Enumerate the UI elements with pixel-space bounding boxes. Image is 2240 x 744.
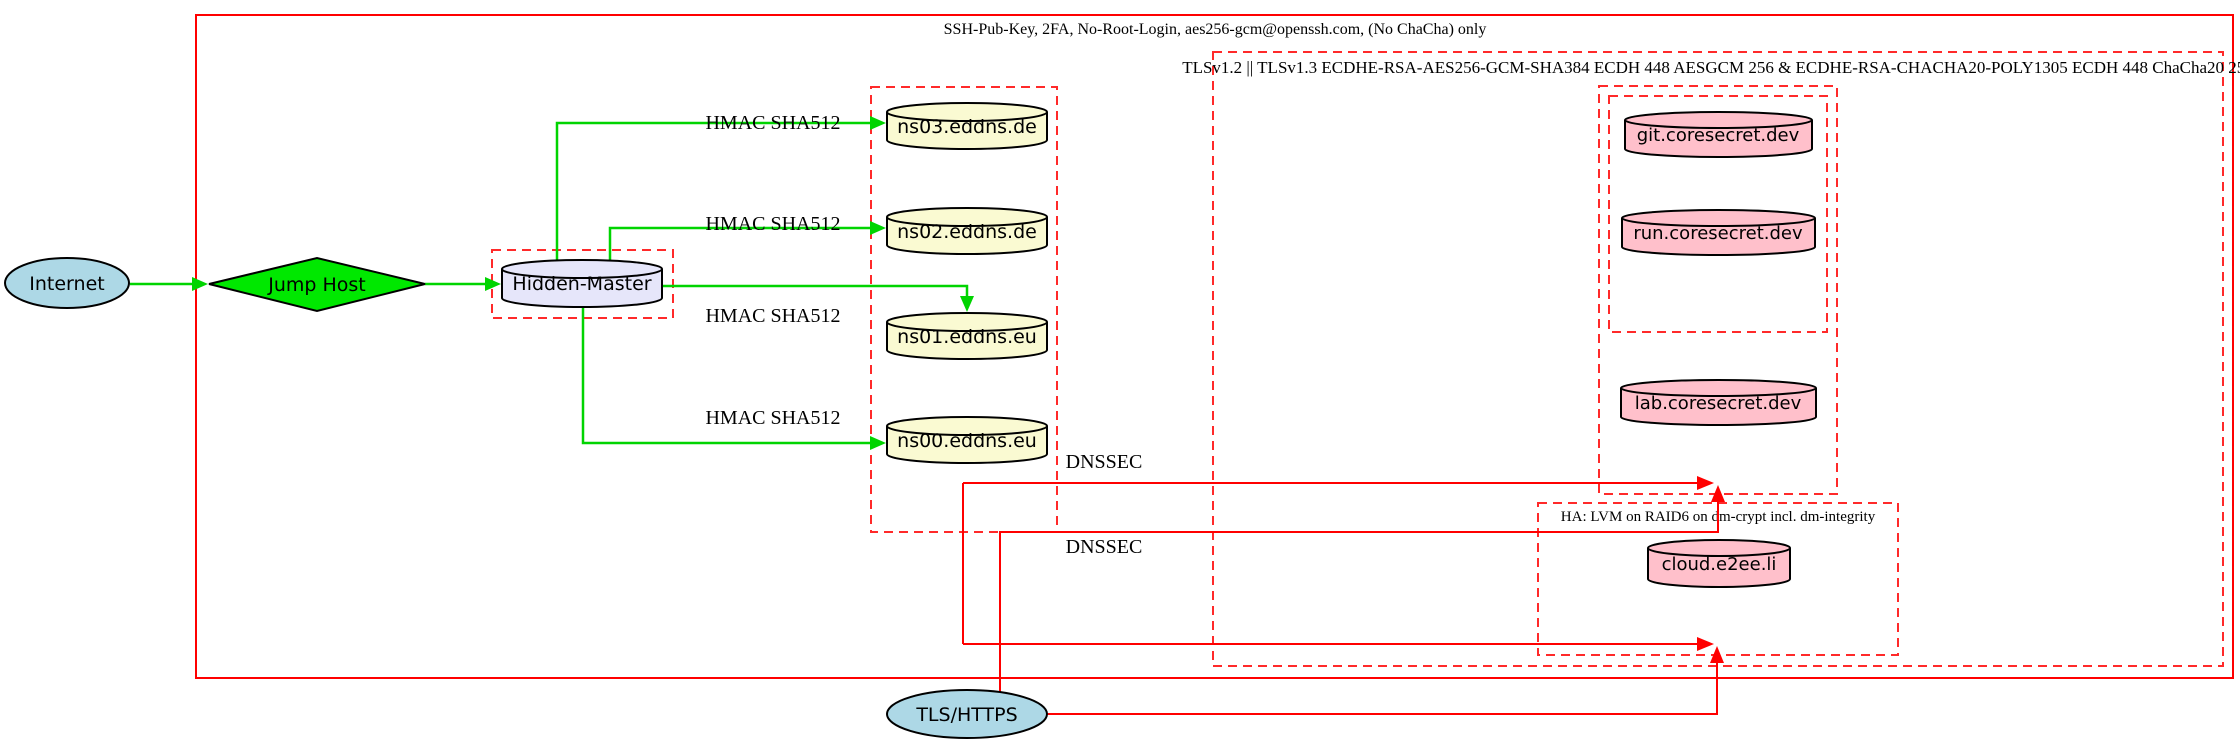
cluster-ssh-policy-box [195, 14, 2234, 679]
edge-hiddenmaster-ns00 [581, 306, 871, 445]
ns01-cylinder-lid [886, 321, 1048, 332]
node-cloud-e2ee: cloud.e2ee.li [1647, 539, 1791, 588]
ns03-label: ns03.eddns.de [897, 116, 1037, 138]
ns03-cylinder [886, 102, 1048, 150]
node-run-coresecret: run.coresecret.dev [1621, 209, 1816, 256]
edge-label-hmac-ns03: HMAC SHA512 [705, 112, 840, 134]
cloud-cylinder-lid [1647, 547, 1791, 557]
run-cylinder-lid [1621, 217, 1816, 227]
node-tls-https: TLS/HTTPS [886, 689, 1048, 739]
ns02-cylinder [886, 207, 1048, 255]
arrowhead-tls-ha [1710, 646, 1724, 663]
ns00-cylinder [886, 416, 1048, 464]
node-ns03: ns03.eddns.de [886, 102, 1048, 150]
hidden-master-cylinder-lid [501, 268, 663, 279]
lab-cylinder [1620, 379, 1817, 426]
edge-label-dnssec-top: DNSSEC [1066, 451, 1143, 473]
tls-https-ellipse [886, 689, 1048, 739]
cloud-cylinder [1647, 539, 1791, 588]
arrowhead-hiddenmaster-ns01 [960, 296, 974, 312]
node-ns02: ns02.eddns.de [886, 207, 1048, 255]
cloud-label: cloud.e2ee.li [1662, 554, 1777, 575]
edge-hiddenmaster-ns02 [608, 226, 871, 261]
run-label: run.coresecret.dev [1633, 223, 1803, 244]
node-ns01: ns01.eddns.eu [886, 312, 1048, 360]
arrowhead-hiddenmaster-ns03 [870, 116, 886, 130]
lab-cylinder-lid [1620, 387, 1817, 397]
jump-host-diamond [208, 256, 426, 313]
run-cylinder [1621, 209, 1816, 256]
arrowhead-dnssec-coresecret [1697, 476, 1714, 490]
ns01-label: ns01.eddns.eu [897, 326, 1037, 348]
edge-label-dnssec-bottom: DNSSEC [1066, 536, 1143, 558]
cluster-tls-policy-box [1212, 51, 2224, 667]
git-label: git.coresecret.dev [1637, 125, 1800, 146]
edge-tls-coresecret [999, 501, 1719, 692]
ns00-cylinder-lid [886, 425, 1048, 436]
node-lab-coresecret: lab.coresecret.dev [1620, 379, 1817, 426]
node-internet: Internet [4, 257, 130, 309]
node-hidden-master: Hidden-Master [501, 259, 663, 308]
jump-host-label: Jump Host [267, 274, 366, 296]
arrowhead-jumphost-hiddenmaster [485, 277, 501, 291]
ns01-cylinder [886, 312, 1048, 360]
ns03-cylinder-lid [886, 111, 1048, 122]
arrowhead-dnssec-ha [1697, 637, 1714, 651]
node-ns00: ns00.eddns.eu [886, 416, 1048, 464]
lab-label: lab.coresecret.dev [1635, 393, 1802, 414]
tls-https-label: TLS/HTTPS [915, 704, 1017, 726]
arrowhead-tls-coresecret [1711, 485, 1725, 502]
cluster-hidden-master-box [491, 249, 674, 319]
edge-hiddenmaster-ns01 [662, 284, 969, 297]
edge-hiddenmaster-ns03 [555, 121, 871, 261]
cluster-git-run-box [1608, 95, 1828, 333]
ns02-label: ns02.eddns.de [897, 221, 1037, 243]
arrowhead-hiddenmaster-ns00 [870, 436, 886, 450]
edge-label-hmac-ns02: HMAC SHA512 [705, 213, 840, 235]
git-cylinder-lid [1624, 119, 1813, 129]
git-cylinder [1624, 111, 1813, 158]
hidden-master-label: Hidden-Master [512, 273, 651, 295]
tls-policy-label: TLSv1.2 || TLSv1.3 ECDHE-RSA-AES256-GCM-… [1182, 58, 2240, 77]
edge-tls-ha [1047, 662, 1718, 715]
arrowhead-hiddenmaster-ns02 [870, 221, 886, 235]
ns00-label: ns00.eddns.eu [897, 430, 1037, 452]
internet-ellipse [4, 257, 130, 309]
node-jump-host: Jump Host [208, 256, 426, 313]
internet-label: Internet [29, 273, 104, 295]
ns02-cylinder-lid [886, 216, 1048, 227]
edge-label-hmac-ns00: HMAC SHA512 [705, 407, 840, 429]
ssh-policy-label: SSH-Pub-Key, 2FA, No-Root-Login, aes256-… [944, 21, 1487, 38]
edge-label-hmac-ns01: HMAC SHA512 [705, 305, 840, 327]
node-git-coresecret: git.coresecret.dev [1624, 111, 1813, 158]
hidden-master-cylinder [501, 259, 663, 308]
arrowhead-internet-jumphost [192, 277, 208, 291]
